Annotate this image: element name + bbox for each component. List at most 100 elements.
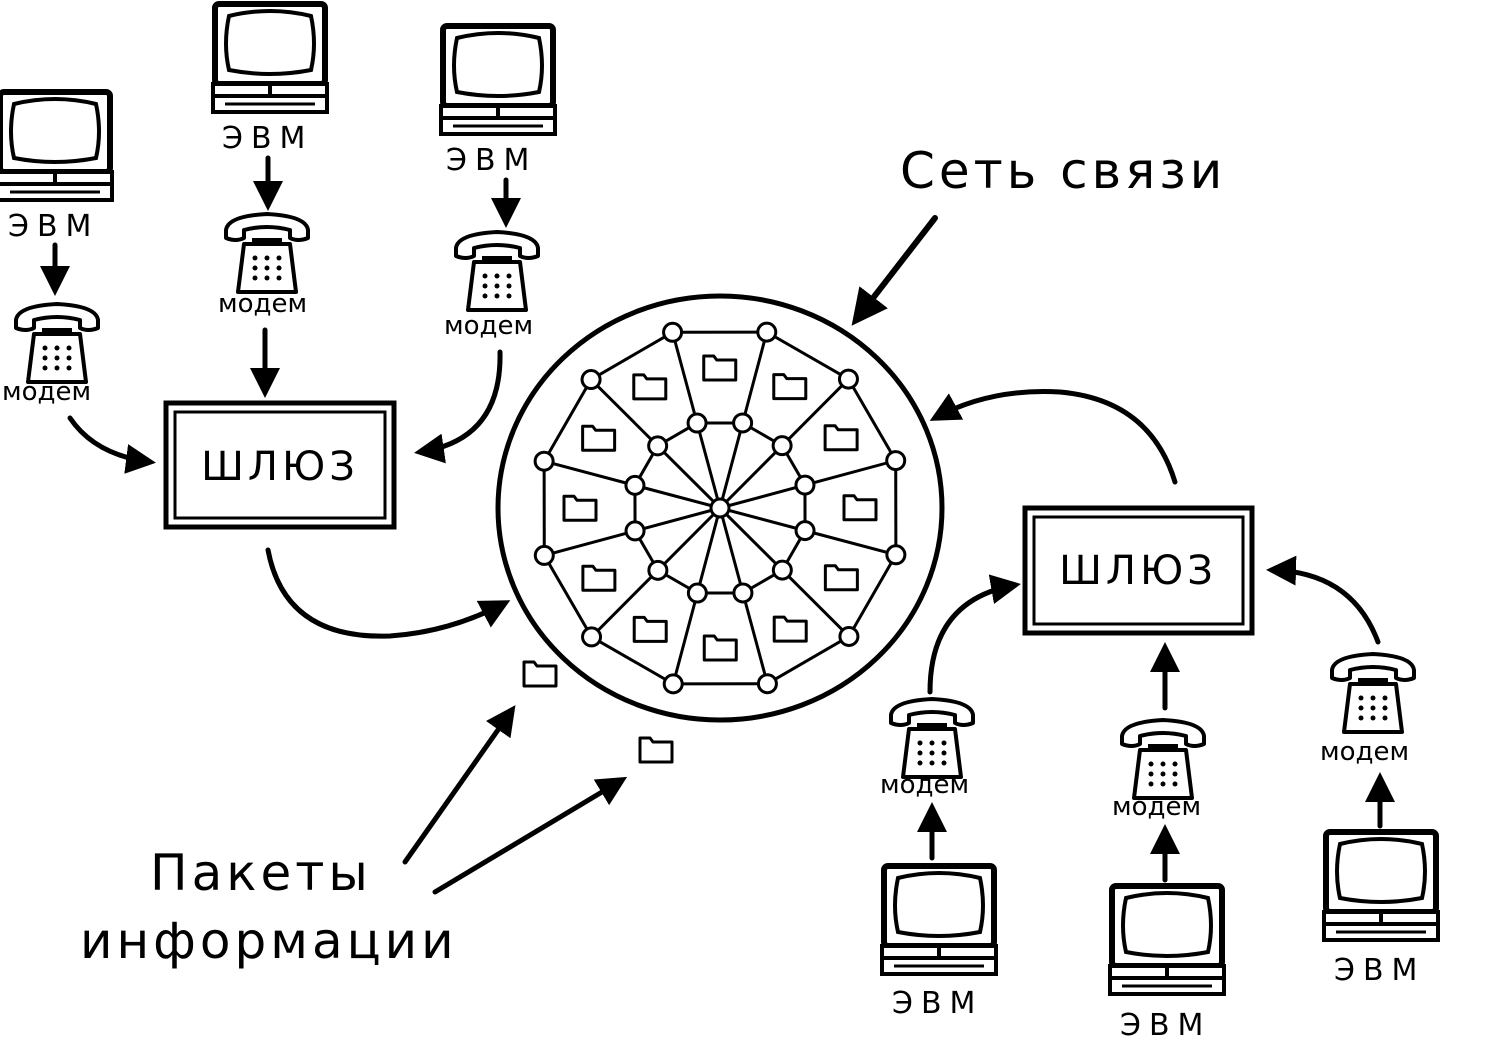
network-node	[771, 559, 793, 581]
network-link	[671, 331, 699, 424]
network-node	[885, 450, 907, 472]
packet-icon	[581, 564, 617, 592]
network-link	[781, 378, 850, 447]
network-node	[732, 582, 754, 604]
network-link	[766, 330, 850, 381]
gateway-label: ШЛЮЗ	[201, 444, 359, 490]
network-node	[647, 559, 669, 581]
packet-icon	[638, 736, 674, 764]
network-link	[695, 507, 722, 594]
modem-label: модем	[1112, 792, 1201, 822]
network-link	[847, 554, 898, 638]
gateway-label: ШЛЮЗ	[1059, 548, 1217, 594]
network-link	[781, 569, 850, 638]
modem-label: модем	[880, 770, 969, 800]
network-node	[794, 520, 816, 542]
network-node	[580, 369, 602, 391]
telephone-modem-icon	[454, 230, 540, 312]
arrow	[432, 776, 628, 895]
computer-icon	[213, 4, 327, 112]
network-node	[756, 321, 778, 343]
network-node	[756, 673, 778, 695]
network-link	[634, 506, 721, 533]
packet-icon	[772, 373, 808, 401]
telephone-modem-icon	[1120, 718, 1206, 800]
network-link	[804, 529, 897, 557]
computer-icon	[1110, 886, 1224, 994]
arrow	[67, 415, 156, 474]
network-link	[847, 378, 898, 462]
network-link	[766, 635, 850, 686]
network-link	[656, 444, 722, 510]
packet-icon	[632, 615, 668, 643]
network-link	[590, 330, 674, 381]
network-node	[686, 412, 708, 434]
network-node	[533, 544, 555, 566]
packet-icon	[702, 354, 738, 382]
network-link	[543, 459, 636, 487]
telephone-modem-icon	[1330, 652, 1416, 734]
packet-icon	[772, 615, 808, 643]
computer-label: ЭВМ	[222, 121, 313, 156]
network-link	[542, 378, 593, 462]
network-link	[741, 592, 769, 685]
arrow	[927, 574, 1021, 695]
packet-icon	[842, 494, 878, 522]
computer-label: ЭВМ	[446, 143, 537, 178]
computer-icon	[0, 92, 112, 200]
network-node	[837, 368, 859, 390]
network-link	[671, 592, 699, 685]
network-link	[590, 569, 659, 638]
network-node	[624, 520, 646, 542]
network-node	[533, 450, 555, 472]
network-node	[732, 412, 754, 434]
network-label: Сеть связи	[900, 142, 1226, 200]
packet-icon	[581, 424, 617, 452]
network-node	[647, 435, 669, 457]
arrow	[402, 705, 516, 865]
network-node	[838, 625, 860, 647]
network-node	[686, 582, 708, 604]
computer-label: ЭВМ	[892, 986, 983, 1021]
network-node	[662, 673, 684, 695]
network-link	[719, 506, 806, 533]
packet-icon	[823, 564, 859, 592]
network-link	[804, 459, 897, 487]
packets-label-line2: информации	[80, 912, 458, 970]
arrow	[851, 215, 938, 326]
network-node	[794, 474, 816, 496]
network-link	[718, 507, 745, 594]
communication-network	[495, 293, 945, 723]
packet-icon	[702, 634, 738, 662]
gateway-inner-frame	[173, 410, 387, 520]
arrow	[1266, 555, 1381, 645]
packet-icon	[522, 660, 558, 688]
gateway-inner-frame	[1032, 515, 1245, 626]
computer-icon	[882, 866, 996, 974]
network-node	[885, 544, 907, 566]
network-node	[709, 497, 731, 519]
telephone-modem-icon	[14, 302, 100, 384]
computer-icon	[1324, 832, 1438, 940]
network-link	[543, 529, 636, 557]
computer-label: ЭВМ	[1334, 953, 1425, 988]
arrow	[265, 547, 511, 639]
packet-icon	[562, 494, 598, 522]
packets-label-line1: Пакеты	[150, 844, 372, 902]
arrow	[414, 349, 503, 464]
modem-label: модем	[2, 377, 91, 407]
gateway-box	[1022, 505, 1255, 636]
modem-label: модем	[1320, 737, 1409, 767]
network-link	[719, 483, 806, 510]
computer-icon	[441, 26, 555, 134]
network-link	[718, 506, 784, 572]
packet-icon	[632, 373, 668, 401]
telephone-modem-icon	[224, 212, 310, 294]
network-outer-ring	[495, 293, 945, 723]
telephone-modem-icon	[889, 697, 975, 779]
arrow	[929, 389, 1178, 485]
network-node	[662, 321, 684, 343]
network-link	[590, 635, 674, 686]
network-link	[718, 422, 745, 509]
